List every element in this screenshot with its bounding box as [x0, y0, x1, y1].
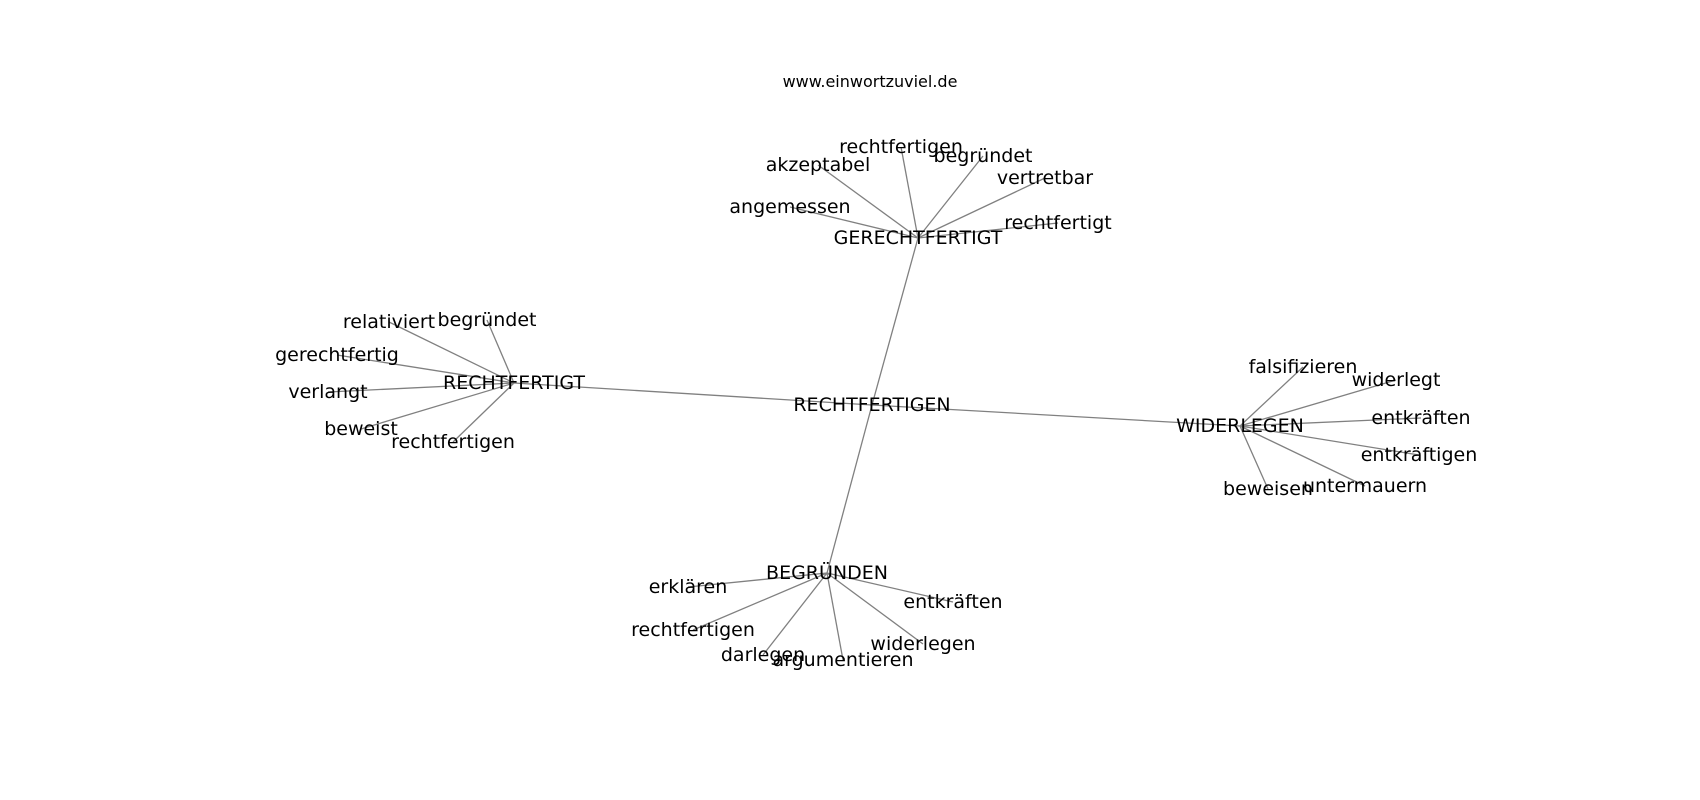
edge-begruenden-leaf-1	[826, 572, 954, 603]
leaf-node-gerechtfertigt-5: rechtfertigt	[1004, 212, 1111, 234]
edge-widerlegen-leaf-2	[1239, 417, 1422, 427]
leaf-node-widerlegen-2: entkräften	[1371, 407, 1470, 429]
edge-widerlegen-leaf-4	[1239, 425, 1269, 490]
leaf-node-gerechtfertigt-3: vertretbar	[997, 167, 1093, 189]
leaf-node-gerechtfertigt-4: angemessen	[729, 196, 850, 218]
leaf-node-widerlegen-3: entkräftigen	[1361, 444, 1478, 466]
leaf-node-widerlegen-4: beweisen	[1223, 478, 1313, 500]
leaf-node-begruenden-1: entkräften	[903, 591, 1002, 613]
leaf-node-gerechtfertigt-1: begründet	[934, 145, 1033, 167]
leaf-node-widerlegen-1: widerlegt	[1352, 369, 1441, 391]
leaf-node-widerlegen-0: falsifizieren	[1249, 356, 1358, 378]
edge-begruenden-leaf-2	[692, 572, 828, 631]
leaf-node-rechtfertigt-2: gerechtfertig	[275, 344, 399, 366]
leaf-node-gerechtfertigt-2: akzeptabel	[766, 154, 871, 176]
edge-rechtfertigt-leaf-5	[452, 382, 515, 443]
hub-node-rechtfertigt: RECHTFERTIGT	[443, 372, 585, 394]
edge-gerechtfertigt-leaf-4	[789, 206, 919, 239]
leaf-node-begruenden-5: argumentieren	[772, 649, 913, 671]
label-layer: RECHTFERTIGEN GERECHTFERTIGT rechtfertigen…	[275, 136, 1477, 671]
leaf-node-rechtfertigt-1: begründet	[438, 309, 537, 331]
edge-gerechtfertigt-leaf-5	[917, 222, 1059, 239]
edge-rechtfertigt-leaf-1	[486, 319, 515, 384]
edge-gerechtfertigt-leaf-0	[900, 146, 919, 239]
edge-begruenden-leaf-5	[826, 572, 844, 661]
edge-begruenden-leaf-3	[826, 572, 924, 645]
edge-rechtfertigt-leaf-0	[388, 321, 515, 384]
leaf-node-gerechtfertigt-0: rechtfertigen	[839, 136, 963, 158]
leaf-node-begruenden-2: rechtfertigen	[631, 619, 755, 641]
edge-widerlegen-leaf-1	[1239, 379, 1397, 427]
leaf-node-rechtfertigt-4: beweist	[324, 418, 398, 440]
edge-begruenden-leaf-4	[762, 572, 828, 656]
edge-gerechtfertigt-leaf-3	[917, 177, 1046, 239]
edge-widerlegen-leaf-0	[1239, 366, 1304, 427]
leaf-node-begruenden-0: erklären	[649, 576, 728, 598]
edge-center-gerechtfertigt	[871, 237, 919, 406]
edge-rechtfertigt-leaf-4	[360, 382, 515, 430]
edge-gerechtfertigt-leaf-2	[817, 164, 919, 239]
center-node-label: RECHTFERTIGEN	[793, 394, 950, 416]
edge-rechtfertigt-leaf-2	[336, 354, 515, 384]
hub-node-gerechtfertigt: GERECHTFERTIGT	[834, 227, 1003, 249]
site-url-label: www.einwortzuviel.de	[782, 72, 958, 91]
hub-node-widerlegen: WIDERLEGEN	[1176, 415, 1304, 437]
edge-begruenden-leaf-0	[687, 572, 828, 588]
edge-center-widerlegen	[871, 404, 1241, 427]
edge-center-begruenden	[826, 404, 873, 574]
leaf-node-begruenden-4: darlegen	[721, 644, 805, 666]
edge-layer	[327, 146, 1422, 661]
edge-widerlegen-leaf-3	[1239, 425, 1420, 456]
leaf-node-rechtfertigt-3: verlangt	[288, 381, 367, 403]
edge-rechtfertigt-leaf-3	[327, 382, 515, 393]
leaf-node-widerlegen-5: untermauern	[1303, 475, 1427, 497]
edge-widerlegen-leaf-5	[1239, 425, 1366, 487]
leaf-node-rechtfertigt-5: rechtfertigen	[391, 431, 515, 453]
edge-gerechtfertigt-leaf-1	[917, 155, 984, 239]
leaf-node-begruenden-3: widerlegen	[870, 633, 975, 655]
hub-node-begruenden: BEGRÜNDEN	[766, 561, 888, 584]
leaf-node-rechtfertigt-0: relativiert	[343, 311, 435, 333]
edge-center-rechtfertigt	[513, 382, 873, 406]
